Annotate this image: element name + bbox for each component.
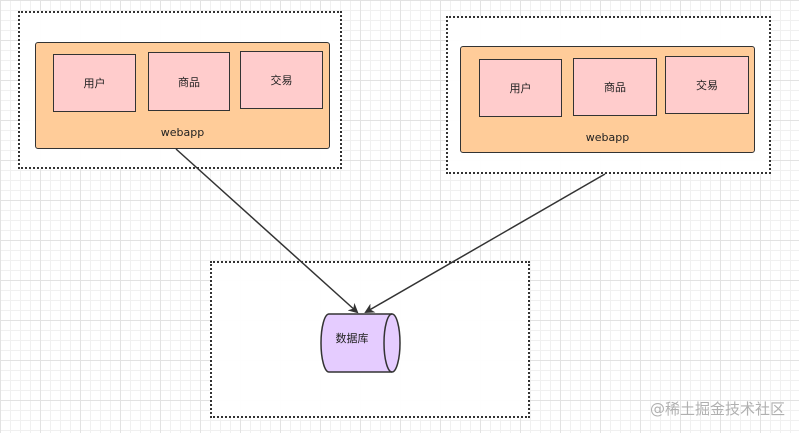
module-label: 用户: [509, 82, 532, 95]
module-label: 交易: [696, 79, 718, 92]
module-product: 商品: [573, 58, 657, 116]
webapp-container-left: 用户 商品 交易 webapp: [35, 42, 330, 149]
database-label: 数据库: [335, 332, 369, 345]
webapp-container-right: 用户 商品 交易 webapp: [460, 46, 755, 153]
module-label: 交易: [270, 74, 293, 87]
module-label: 用户: [83, 77, 106, 90]
webapp-label: webapp: [160, 126, 205, 139]
module-label: 商品: [178, 75, 200, 89]
database-cylinder: [320, 313, 401, 373]
webapp-label: webapp: [585, 131, 630, 144]
module-trade: 交易: [665, 56, 749, 114]
arrow-right-to-database: [364, 173, 606, 314]
module-user: 用户: [53, 54, 136, 112]
watermark: @稀土掘金技术社区: [649, 400, 785, 418]
arrow-left-to-database: [175, 148, 359, 314]
module-product: 商品: [148, 52, 230, 111]
module-label: 商品: [604, 81, 626, 94]
module-trade: 交易: [240, 51, 323, 109]
module-user: 用户: [479, 59, 562, 117]
